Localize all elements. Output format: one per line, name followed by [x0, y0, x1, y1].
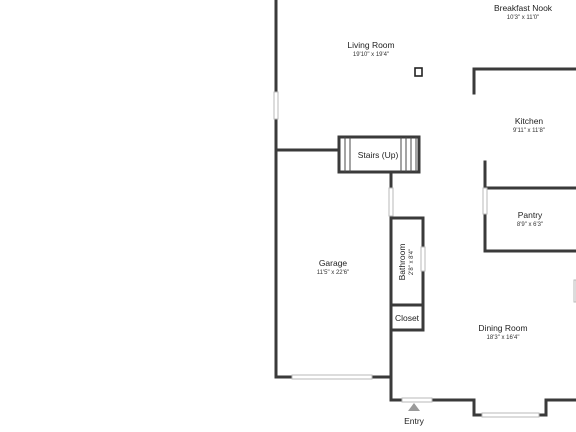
- room-name-breakfast-nook: Breakfast Nook: [494, 3, 553, 13]
- room-dims-kitchen: 9'11" x 11'8": [513, 128, 545, 134]
- living-room-west-window: [273, 91, 279, 120]
- entry-arrow-icon: [408, 403, 420, 411]
- room-dims-bathroom: 2'8" x 8'4": [409, 249, 415, 275]
- garage-door: [291, 374, 373, 380]
- bathroom-door: [420, 246, 426, 272]
- room-dims-pantry: 8'9" x 6'3": [517, 222, 543, 228]
- room-name-closet: Closet: [395, 313, 420, 323]
- room-name-living-room: Living Room: [347, 40, 394, 50]
- room-name-dining-room: Dining Room: [478, 323, 527, 333]
- room-name-garage: Garage: [319, 258, 348, 268]
- dining-east-window: [573, 279, 576, 303]
- room-dims-breakfast-nook: 10'3" x 11'0": [507, 15, 539, 21]
- stairs-box: [337, 135, 421, 174]
- room-name-kitchen: Kitchen: [515, 116, 544, 126]
- windows: [273, 91, 576, 418]
- bay-window: [481, 412, 540, 418]
- room-name-stairs: Stairs (Up): [358, 150, 399, 160]
- room-dims-dining-room: 18'3" x 16'4": [487, 335, 520, 341]
- garage-east-opening: [388, 187, 394, 217]
- room-dims-living-room: 19'10" x 19'4": [353, 52, 389, 58]
- room-dims-garage: 11'5" x 22'6": [317, 270, 349, 276]
- room-name-bathroom: Bathroom: [397, 244, 407, 281]
- pantry-door: [482, 187, 488, 215]
- room-name-pantry: Pantry: [518, 210, 543, 220]
- outer-walls: [274, 0, 576, 417]
- entry-door: [401, 397, 433, 403]
- entry-label: Entry: [404, 416, 425, 426]
- interior-walls: [274, 67, 576, 379]
- floor-vent-icon: [414, 67, 423, 77]
